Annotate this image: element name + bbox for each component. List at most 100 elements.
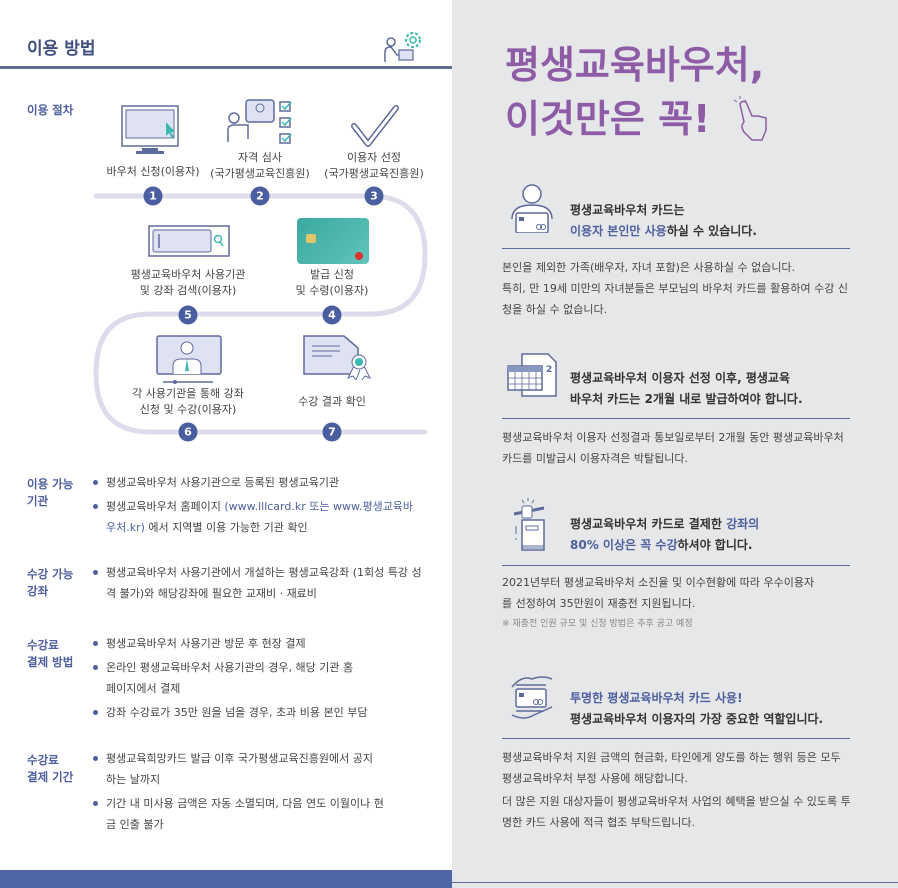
body-text: 특히, 만 19세 미만의 자녀분들은 부모님의 바우처 카드를 활용하여 수강…: [502, 282, 848, 316]
heading-line: 평생교육바우처 카드로 결제한 강좌의: [570, 514, 759, 535]
step-label-line: 평생교육바우처 사용기관: [130, 268, 246, 281]
list-item: 강좌 수강료가 35만 원을 넘을 경우, 초과 비용 본인 부담: [93, 702, 423, 723]
heading-highlight: 이용자 본인만 사용: [570, 224, 667, 238]
card-divider: [502, 738, 850, 739]
list-item: 평생교육바우처 사용기관으로 등록된 평생교육기관: [93, 472, 423, 493]
footer-line: [452, 882, 898, 883]
checkmark-icon: [351, 105, 399, 147]
step-label-line: 바우처 신청(이용자): [106, 165, 200, 178]
step-label-line: 각 사용기관을 통해 강좌: [132, 387, 244, 400]
step-1-label: 바우처 신청(이용자): [106, 164, 199, 180]
card-1-heading: 평생교육바우처 카드는 이용자 본인만 사용하실 수 있습니다.: [570, 200, 757, 242]
step-7-label: 수강 결과 확인: [298, 394, 366, 410]
heading-line: 평생교육바우처 이용자의 가장 중요한 역할입니다.: [570, 712, 824, 726]
step-label-line: 신청 및 수강(이용자): [139, 403, 237, 416]
list-item: 평생교육희망카드 발급 이후 국가평생교육진흥원에서 공지하는 날까지: [93, 748, 383, 790]
step-5-node: 5: [178, 305, 198, 325]
card-4-heading: 투명한 평생교육바우처 카드 사용! 평생교육바우처 이용자의 가장 중요한 역…: [570, 688, 823, 730]
heading-text: 하셔야 합니다.: [677, 538, 753, 552]
person-gear-icon: [384, 32, 421, 62]
user-card-icon: [511, 184, 553, 233]
homepage-link[interactable]: (www.lllcard.kr 또는 www.평생교육바우처.kr): [106, 500, 414, 534]
monitor-cursor-icon: [121, 105, 179, 154]
heading-text: 평생교육바우처 카드로 결제한: [570, 517, 727, 531]
label-line: 수강 가능: [27, 567, 74, 581]
step-label-line: 및 강좌 검색(이용자): [139, 284, 237, 297]
step-1-node: 1: [143, 186, 163, 206]
voucher-card-image: [297, 218, 369, 264]
card-2-heading: 평생교육바우처 이용자 선정 이후, 평생교육 바우처 카드는 2개월 내로 발…: [570, 368, 803, 410]
step-label-line: 수강 결과 확인: [298, 395, 366, 408]
step-7-node: 7: [322, 422, 342, 442]
available-courses-list: 평생교육바우처 사용기관에서 개설하는 평생교육강좌 (1회성 특강 성격 불가…: [93, 562, 423, 604]
label-line: 결제 기간: [27, 770, 74, 784]
step-label-line: 및 수령(이용자): [295, 284, 369, 297]
heading-line: 이용자 본인만 사용하실 수 있습니다.: [570, 221, 757, 242]
hands-card-icon: [511, 676, 553, 719]
step-2-node: 2: [250, 186, 270, 206]
body-text: 평생교육바우처 이용자 선정결과 통보일로부터 2개월 동안 평생교육바우처 카…: [502, 431, 844, 465]
label-line: 강좌: [27, 584, 49, 598]
search-box-icon: [148, 225, 230, 257]
card-1-body: 본인을 제외한 가족(배우자, 자녀 포함)은 사용하실 수 없습니다. 특히,…: [502, 257, 852, 320]
heading-line: 평생교육바우처 카드는: [570, 203, 685, 217]
item-text: 평생교육바우처 홈페이지: [106, 500, 225, 513]
step-4-node: 4: [322, 305, 342, 325]
body-text: 평생교육바우처 지원 금액의 현금화, 타인에게 양도를 하는 행위 등은 모두…: [502, 751, 841, 785]
card-divider: [502, 418, 850, 419]
footnote: ※ 재충전 인원 규모 및 신청 방법은 추후 공고 예정: [502, 619, 693, 629]
card-divider: [502, 565, 850, 566]
step-label-line: 이용자 선정: [346, 151, 402, 164]
pen-book-icon: [513, 498, 545, 551]
label-line: 수강료: [27, 753, 59, 767]
pointing-hand-icon: [733, 96, 767, 141]
step-2-label: 자격 심사 (국가평생교육진흥원): [210, 150, 310, 182]
list-item: 평생교육바우처 사용기관 방문 후 현장 결제: [93, 633, 423, 654]
eligibility-review-icon: [227, 99, 292, 144]
step-label-line: 자격 심사: [238, 151, 282, 164]
step-6-node: 6: [178, 422, 198, 442]
heading-text: 하실 수 있습니다.: [666, 224, 757, 238]
list-item: 평생교육바우처 홈페이지 (www.lllcard.kr 또는 www.평생교육…: [93, 496, 423, 538]
item-text: 에서 지역별 이용 가능한 기관 확인: [144, 521, 308, 534]
list-item: 평생교육바우처 사용기관에서 개설하는 평생교육강좌 (1회성 특강 성격 불가…: [93, 562, 423, 604]
video-lecture-icon: [156, 335, 222, 384]
procedure-label: 이용 절차: [27, 103, 74, 117]
payment-period-list: 평생교육희망카드 발급 이후 국가평생교육진흥원에서 공지하는 날까지 기간 내…: [93, 748, 393, 835]
payment-method-list: 평생교육바우처 사용기관 방문 후 현장 결제 온라인 평생교육바우처 사용기관…: [93, 633, 423, 723]
svg-text:2: 2: [546, 365, 552, 375]
heading-highlight: 강좌의: [726, 517, 760, 531]
heading-line: 바우처 카드는 2개월 내로 발급하여야 합니다.: [570, 392, 803, 406]
card-3-heading: 평생교육바우처 카드로 결제한 강좌의 80% 이상은 꼭 수강하셔야 합니다.: [570, 514, 759, 556]
label-line: 이용 가능: [27, 477, 74, 491]
card-2-body: 평생교육바우처 이용자 선정결과 통보일로부터 2개월 동안 평생교육바우처 카…: [502, 427, 852, 469]
must-know-panel: [452, 0, 898, 888]
heading-highlight: 80% 이상은 꼭 수강: [570, 538, 678, 552]
body-text: 더 많은 지원 대상자들이 평생교육바우처 사업의 혜택을 받으실 수 있도록 …: [502, 795, 851, 829]
usage-method-panel: 이용 방법 이용 절차: [0, 32, 452, 888]
step-3-node: 3: [364, 186, 384, 206]
panel-title-line1: 평생교육바우처,: [505, 43, 765, 87]
step-label-line: (국가평생교육진흥원): [324, 167, 424, 180]
list-item: 기간 내 미사용 금액은 자동 소멸되며, 다음 연도 이월이나 현금 인출 불…: [93, 793, 393, 835]
section-title: 이용 방법: [27, 39, 96, 59]
heading-highlight: 투명한 평생교육바우처 카드 사용!: [570, 691, 743, 705]
label-line: 결제 방법: [27, 655, 74, 669]
procedure-track: [93, 193, 428, 435]
card-3-body: 2021년부터 평생교육바우처 소진율 및 이수현황에 따라 우수이용자를 선정…: [502, 572, 822, 635]
step-label-line: (국가평생교육진흥원): [210, 167, 310, 180]
panel-title-line2: 이것만은 꼭!: [505, 97, 711, 141]
heading-line: 평생교육바우처 이용자 선정 이후, 평생교육: [570, 371, 790, 385]
footer-bar: [0, 870, 452, 888]
step-label-line: 발급 신청: [310, 268, 354, 281]
body-text: 2021년부터 평생교육바우처 소진율 및 이수현황에 따라 우수이용자를 선정…: [502, 576, 815, 610]
label-line: 기관: [27, 494, 49, 508]
body-text: 본인을 제외한 가족(배우자, 자녀 포함)은 사용하실 수 없습니다.: [502, 261, 796, 274]
